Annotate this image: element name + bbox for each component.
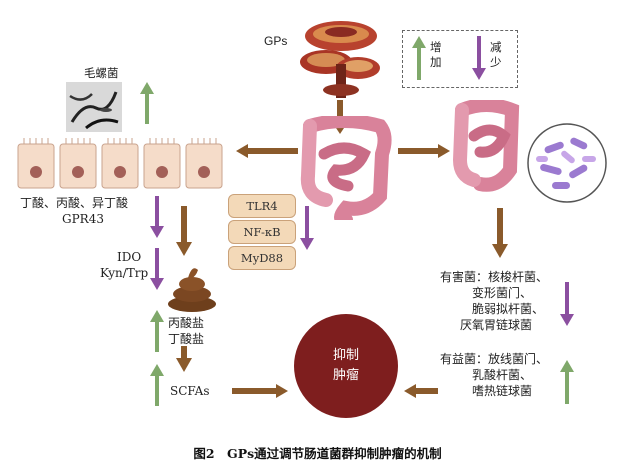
flow-arrow-right [398,144,450,158]
increase-arrow-icon [412,36,426,80]
harmful-line-1: 有害菌：核梭杆菌、 [440,270,549,284]
bacteria-cluster-icon [527,123,607,203]
tumor-line1: 抑制 [332,348,359,363]
increase-arrow-icon [150,310,164,352]
epithelial-cells [17,138,223,189]
legend-decrease: 减少 [490,40,502,69]
flow-arrow-left [236,144,298,158]
increase-arrow-icon [150,364,164,406]
ido-label: IDO [117,250,142,264]
flow-arrow-right [232,384,288,398]
tumor-line2: 肿瘤 [332,368,359,383]
receptor-nfkb: NF-κB [228,220,296,244]
decrease-arrow-icon [560,282,574,326]
gpr43-label: GPR43 [62,212,104,226]
flow-arrow-down [176,206,192,256]
harmful-line-2: 变形菌门、 [472,286,533,300]
harmful-line-3: 脆弱拟杆菌、 [472,302,545,316]
legend-box [402,30,518,88]
figure-caption: 图2 GPs通过调节肠道菌群抑制肿瘤的机制 [193,446,442,461]
receptor-tlr4: TLR4 [228,194,296,218]
decrease-arrow-icon [472,36,486,80]
bacteria-micrograph [66,82,122,132]
flow-arrow-down [176,346,192,372]
butyrate-label: 丁酸盐 [168,332,205,346]
scfas-label: SCFAs [170,384,210,398]
acids-label: 丁酸、丙酸、异丁酸 [20,196,129,210]
flow-arrow-left [404,384,438,398]
propionate-label: 丙酸盐 [168,316,205,330]
decrease-arrow-icon [150,248,164,290]
increase-arrow-icon [140,82,154,124]
beneficial-line-1: 有益菌：放线菌门、 [440,352,549,366]
decrease-arrow-icon [300,206,314,250]
beneficial-line-3: 嗜热链球菌 [472,384,533,398]
increase-arrow-icon [560,360,574,404]
flow-arrow-down [492,208,508,258]
intestine-center-icon [300,116,392,220]
intestine-right-icon [452,100,520,192]
harmful-line-4: 厌氧胃链球菌 [460,318,533,332]
ganoderma-mushroom-icon [300,21,380,98]
decrease-arrow-icon [150,196,164,238]
feces-icon [168,268,216,312]
bacteria-label: 毛螺菌 [84,66,119,80]
legend-increase: 增加 [430,40,442,69]
beneficial-line-2: 乳酸杆菌、 [472,368,533,382]
gps-label: GPs [264,34,288,48]
kyn-trp-label: Kyn/Trp [100,266,149,280]
receptor-myd88: MyD88 [228,246,296,270]
tumor-inhibition-circle: 抑制 肿瘤 [294,314,398,418]
